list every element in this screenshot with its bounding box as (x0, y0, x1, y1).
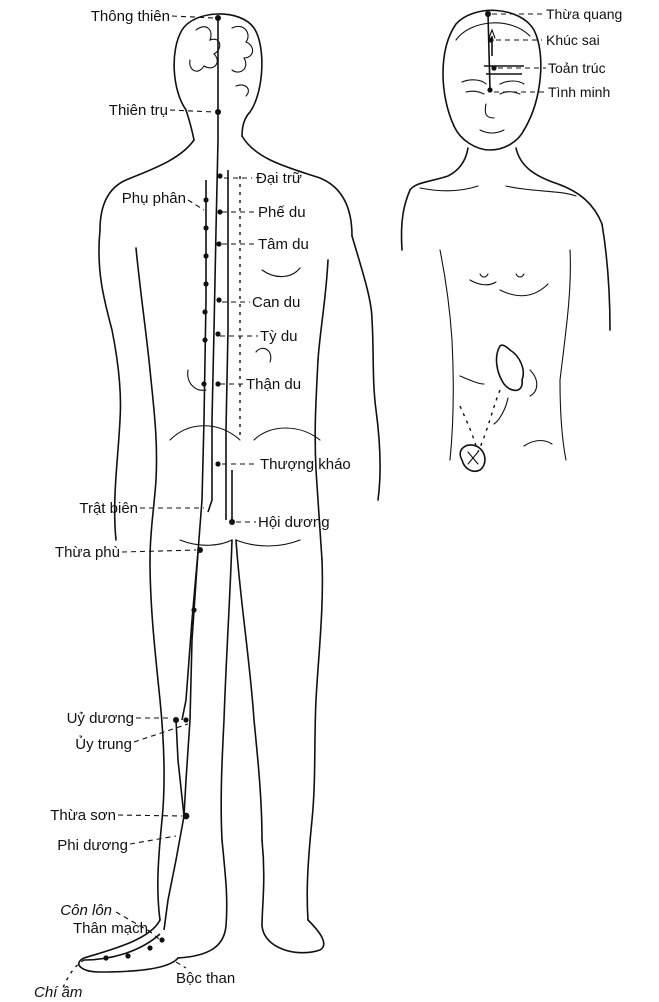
point-toan-truc (491, 65, 496, 70)
label-thua-quang: Thừa quang (546, 6, 622, 22)
leaders-back (116, 16, 258, 968)
point-uy-duong (173, 717, 179, 723)
label-chi-am: Chí âm (34, 984, 82, 1001)
label-can-du: Can du (252, 294, 300, 311)
label-phu-phan: Phụ phân (122, 190, 186, 207)
acupoints-back (103, 15, 235, 961)
point-hoi-duong (229, 519, 235, 525)
label-dai-tru: Đại trữ (256, 170, 302, 187)
point-thong-thien (215, 15, 221, 21)
label-uy-trung: Ủy trung (75, 735, 132, 753)
label-thien-tru: Thiên trụ (109, 102, 168, 119)
label-phe-du: Phế du (258, 204, 306, 221)
back-figure (79, 14, 380, 972)
point-thien-tru (215, 109, 221, 115)
labels: Thông thiên Thiên trụ Phụ phân Đại trữ P… (34, 6, 622, 1001)
point-thua-phu (197, 547, 203, 553)
label-thuong-khao: Thượng kháo (260, 456, 351, 473)
point-khuc-sai (488, 37, 493, 42)
label-uy-duong: Uỷ dương (67, 710, 134, 727)
label-hoi-duong: Hội dương (258, 514, 330, 531)
label-thua-son: Thừa sơn (50, 807, 116, 824)
label-boc-than: Bộc than (176, 970, 235, 987)
label-phi-duong: Phi dương (57, 837, 128, 854)
point-thua-son (183, 813, 190, 820)
leaders-front (492, 14, 546, 92)
point-tinh-minh (487, 87, 492, 92)
label-toan-truc: Toản trúc (548, 60, 606, 76)
label-tam-du: Tâm du (258, 236, 309, 253)
label-thua-phu: Thừa phù (55, 544, 120, 561)
label-than-du: Thận du (246, 376, 301, 393)
label-thong-thien: Thông thiên (91, 8, 170, 25)
label-than-mach: Thân mạch (73, 920, 148, 937)
point-thua-quang (485, 11, 491, 17)
label-trat-bien: Trật biên (79, 500, 138, 517)
label-con-lon: Côn lôn (60, 902, 112, 919)
label-ty-du: Tỳ du (260, 328, 298, 345)
label-tinh-minh: Tình minh (548, 84, 610, 100)
label-khuc-sai: Khúc sai (546, 32, 600, 48)
front-figure (401, 10, 610, 471)
